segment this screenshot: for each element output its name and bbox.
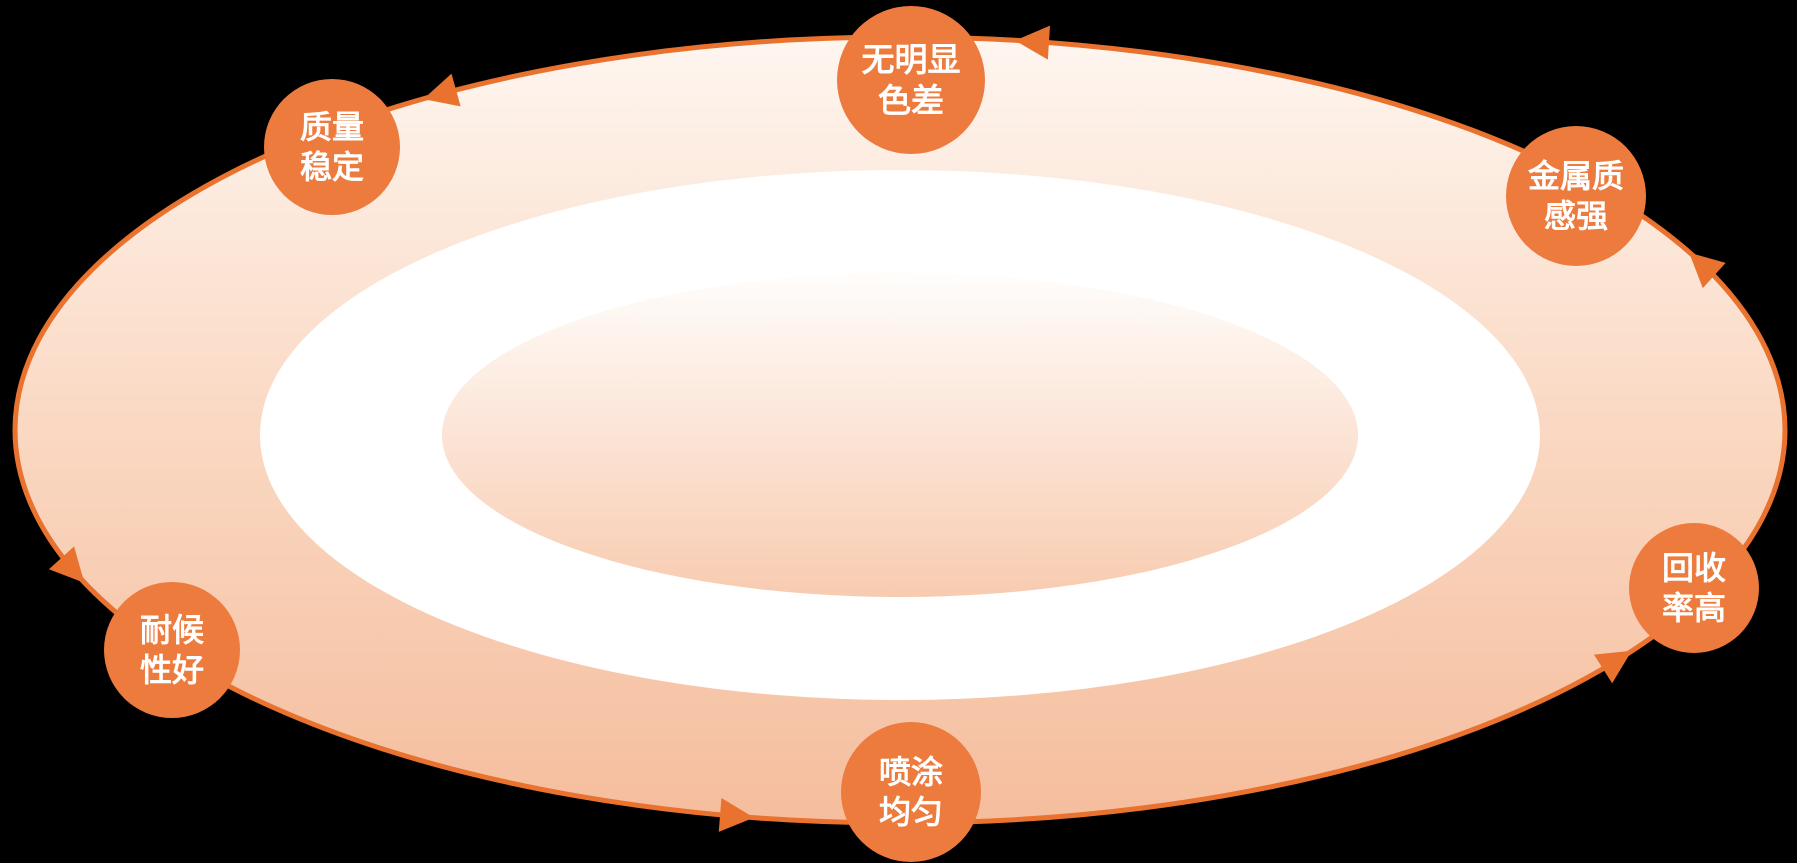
arrowhead-to-right-icon — [1593, 650, 1632, 684]
badge-label-line2: 色差 — [878, 82, 944, 119]
badge-metallic-texture: 金属质 感强 — [1506, 126, 1646, 266]
badge-circle — [1506, 126, 1646, 266]
arrowhead-to-left-icon — [48, 546, 85, 583]
arrowhead-to-top-left-icon — [423, 73, 461, 107]
badge-label-line1: 喷涂 — [879, 754, 943, 790]
badge-circle — [104, 582, 240, 718]
badge-label-line1: 金属质 — [1527, 158, 1624, 194]
badge-label-line1: 耐候 — [140, 612, 205, 648]
badge-label-line2: 均匀 — [879, 794, 943, 830]
badge-label-line2: 性好 — [140, 652, 204, 688]
arrowhead-to-top-icon — [1015, 25, 1051, 60]
badge-label-line1: 质量 — [300, 109, 364, 145]
badge-label-line2: 稳定 — [300, 149, 364, 185]
badge-high-recovery-rate: 回收 率高 — [1629, 523, 1759, 653]
badge-circle — [841, 722, 981, 862]
badge-circle — [1629, 523, 1759, 653]
arrowhead-to-bottom-icon — [718, 798, 754, 832]
badge-label-line2: 率高 — [1662, 590, 1726, 626]
badge-circle — [837, 6, 985, 154]
badge-label-line1: 回收 — [1662, 550, 1726, 586]
badge-uniform-spraying: 喷涂 均匀 — [841, 722, 981, 862]
badge-weather-resistance: 耐候 性好 — [104, 582, 240, 718]
badge-circle — [264, 79, 400, 215]
arrowhead-to-top-right-icon — [1689, 252, 1726, 289]
badge-label-line1: 无明显 — [862, 41, 961, 78]
badge-no-obvious-color-difference: 无明显 色差 — [837, 6, 985, 154]
badge-stable-quality: 质量 稳定 — [264, 79, 400, 215]
inner-ellipse — [442, 273, 1358, 597]
badge-label-line2: 感强 — [1544, 198, 1608, 234]
